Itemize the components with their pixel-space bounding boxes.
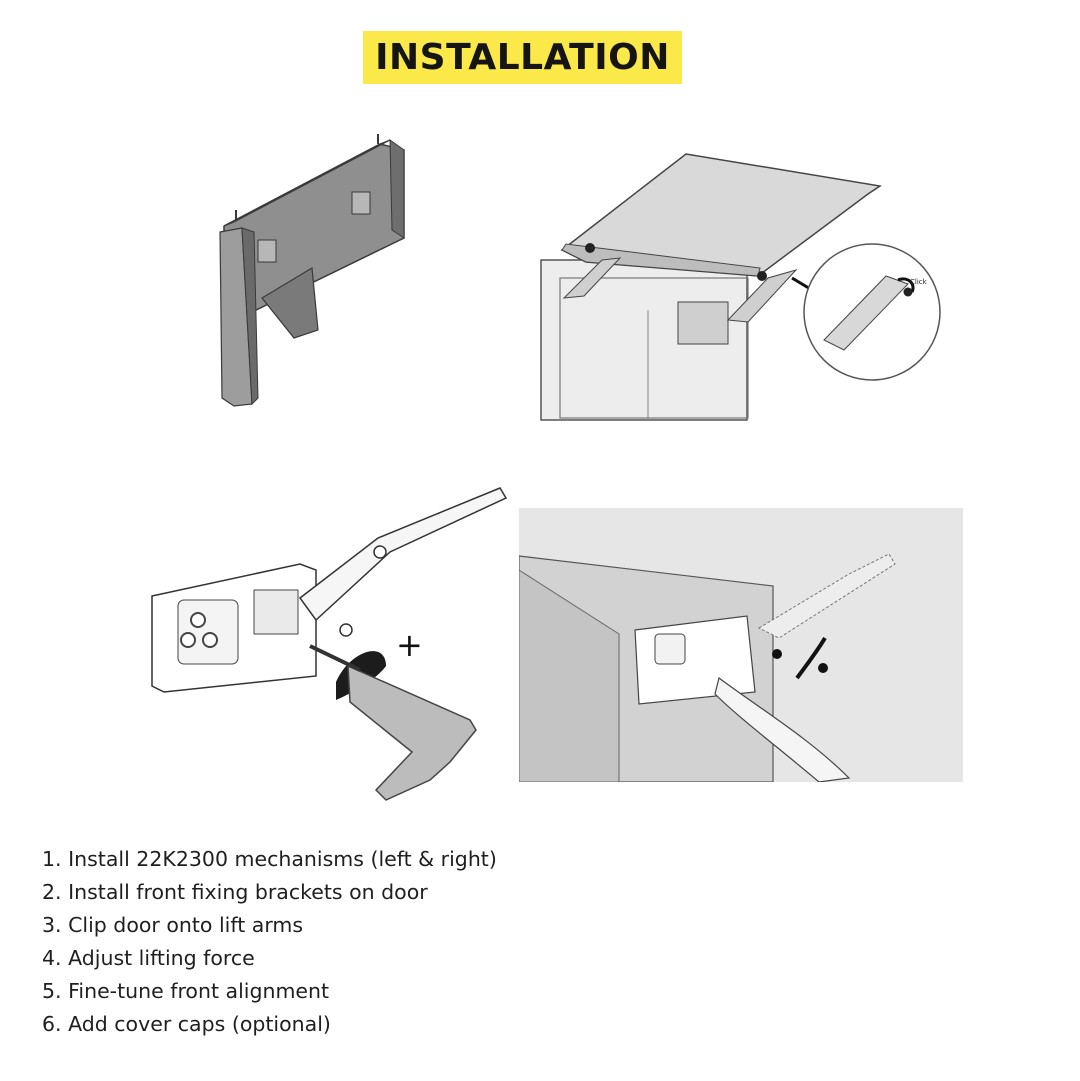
plus-sign: +: [396, 626, 423, 664]
step-1: 1. Install 22K2300 mechanisms (left & ri…: [42, 847, 497, 871]
step-5: 5. Fine-tune front alignment: [42, 979, 330, 1003]
click-label: Click: [910, 278, 928, 286]
figure-adjust-force: +: [150, 480, 510, 806]
step-2: 2. Install front fixing brackets on door: [42, 880, 428, 904]
page-title: INSTALLATION: [375, 37, 670, 78]
title-banner: INSTALLATION: [363, 31, 682, 84]
step-6: 6. Add cover caps (optional): [42, 1012, 331, 1036]
step-4: 4. Adjust lifting force: [42, 946, 255, 970]
step-3: 3. Clip door onto lift arms: [42, 913, 304, 937]
figure-mechanism-unit: [212, 128, 412, 410]
figure-door-brackets: Click: [538, 150, 944, 422]
figure-fine-tune: [519, 508, 963, 782]
title-highlight: [363, 31, 682, 84]
installation-steps: 1. Install 22K2300 mechanisms (left & ri…: [42, 843, 497, 1041]
